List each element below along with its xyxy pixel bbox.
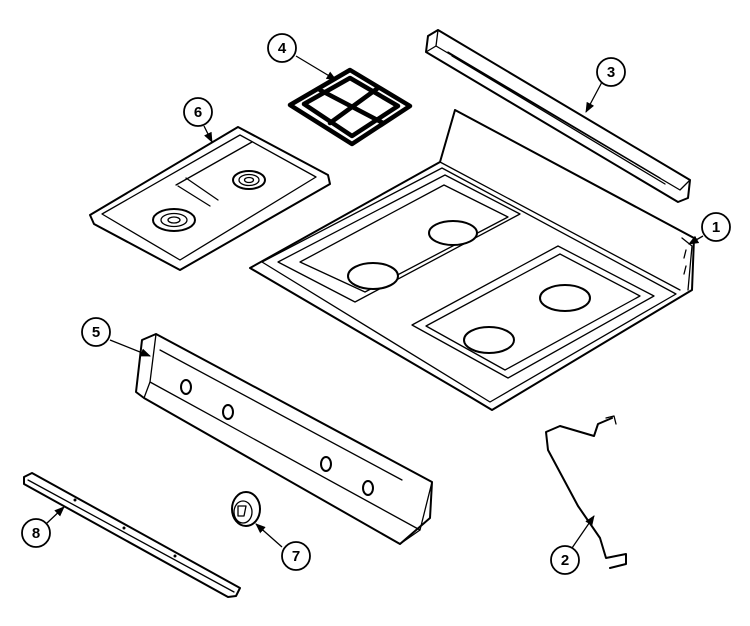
callout-6: 6 [183, 97, 213, 127]
callout-3: 3 [596, 57, 626, 87]
callout-5-label: 5 [92, 324, 100, 341]
part-7-control-knob [231, 491, 261, 527]
part-6-burner-pan [89, 126, 331, 271]
part-5-control-panel [135, 333, 433, 545]
part-1-main-cooktop [249, 109, 695, 411]
leader-lines [45, 55, 704, 549]
callout-2-label: 2 [561, 552, 569, 569]
callout-7-label: 7 [292, 548, 300, 565]
callout-2: 2 [550, 545, 580, 575]
part-8-trim-strip [23, 472, 241, 598]
callout-5: 5 [81, 317, 111, 347]
callout-6-label: 6 [194, 104, 202, 121]
part-3-vent-trim [425, 29, 691, 203]
part-4-burner-grate [287, 67, 413, 147]
callout-8: 8 [21, 518, 51, 548]
part-2-gas-tube [545, 415, 627, 569]
callout-8-label: 8 [32, 525, 40, 542]
callout-1-label: 1 [712, 219, 720, 236]
callout-3-label: 3 [607, 64, 615, 81]
callout-7: 7 [281, 541, 311, 571]
callout-4-label: 4 [278, 40, 287, 57]
callout-1: 1 [701, 212, 731, 242]
callout-4: 4 [267, 33, 297, 63]
